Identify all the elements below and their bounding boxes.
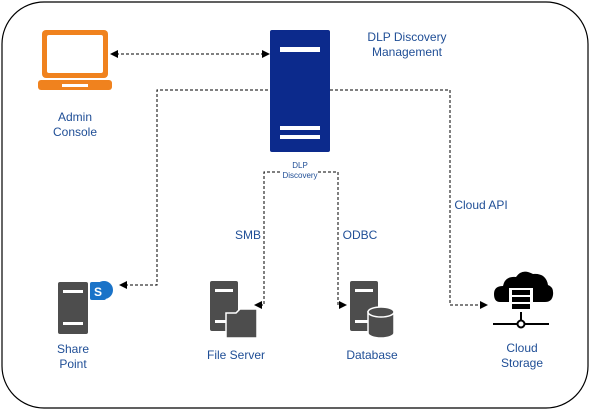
connector-cloud-api [330, 89, 488, 309]
diagram-title: DLP Discovery Management [367, 30, 447, 59]
sharepoint-server-icon: S [58, 281, 113, 334]
share-point-label: Share Point [56, 342, 90, 371]
admin-console-label: Admin Console [52, 110, 98, 139]
connector-smb [254, 171, 280, 309]
smb-label: SMB [234, 228, 261, 242]
connector-dlp-sharepoint [119, 89, 268, 289]
database-label: Database [346, 348, 398, 362]
server-tower-icon [270, 30, 330, 152]
dlp-discovery-label: DLP Discovery [282, 161, 318, 180]
laptop-icon [38, 30, 112, 90]
cloud-storage-label: Cloud Storage [500, 341, 544, 370]
file-server-label: File Server [206, 348, 265, 362]
connector-odbc [318, 171, 347, 309]
svg-text:S: S [94, 285, 102, 299]
odbc-label: ODBC [342, 228, 378, 242]
file-server-icon [210, 281, 258, 339]
cloud-storage-icon [493, 271, 554, 329]
database-server-icon [350, 281, 395, 339]
cloud-api-label: Cloud API [454, 198, 508, 212]
